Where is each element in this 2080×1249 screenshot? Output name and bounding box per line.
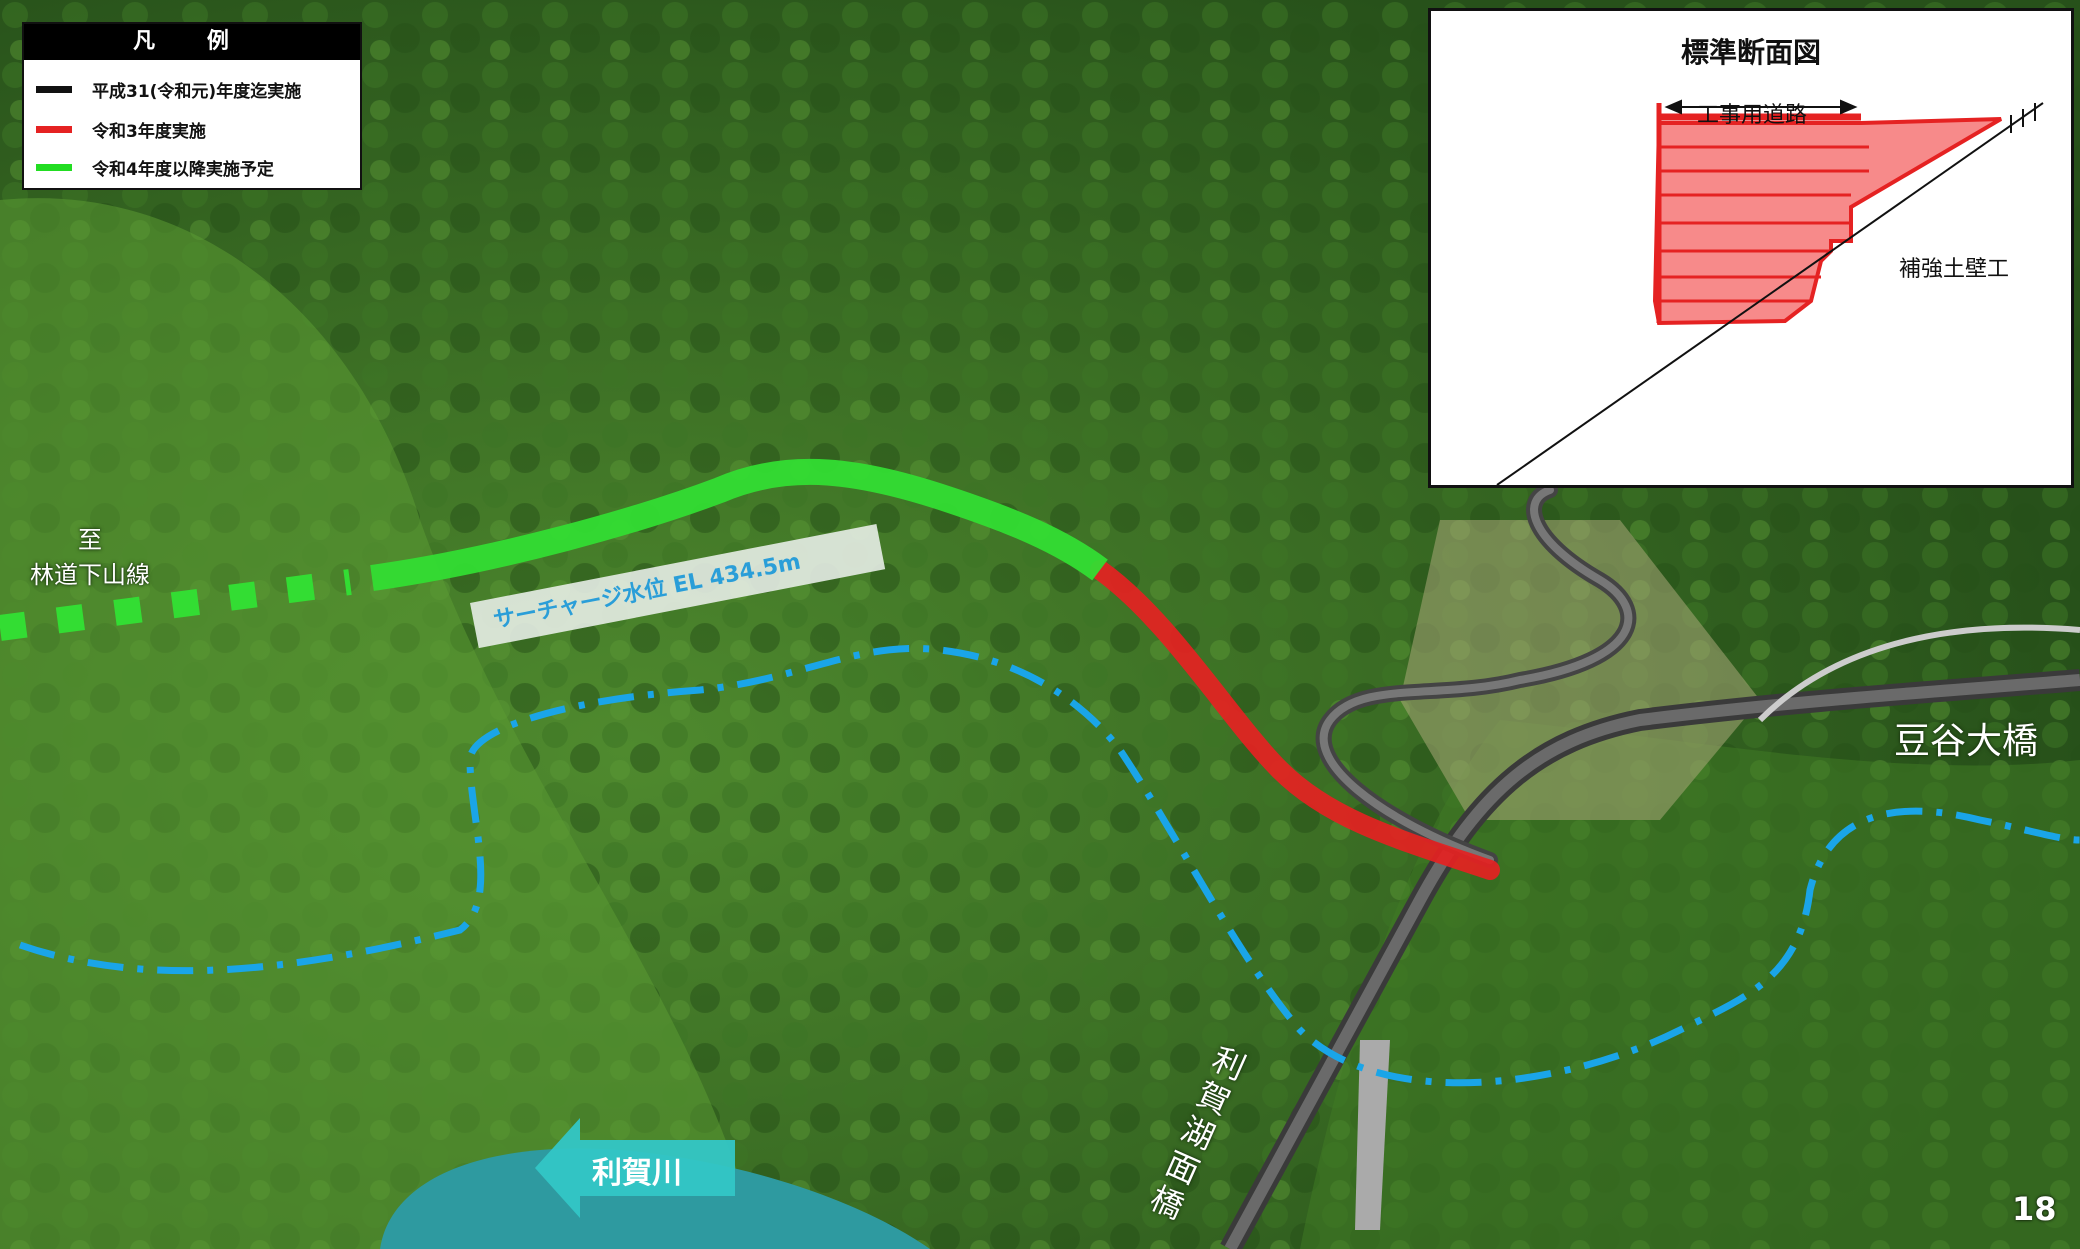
existing-road-top	[1224, 674, 2080, 1249]
river-arrow	[535, 1118, 735, 1218]
mametani-bridge-label: 豆谷大橋	[1894, 721, 2039, 762]
right-slope	[1300, 720, 2080, 1249]
reinforced-wall-label: 補強土壁工	[1899, 257, 2010, 282]
destination-label: 至 林道下山線	[30, 520, 150, 590]
river-name-label: 利賀川	[592, 1156, 682, 1191]
cross-section-inset: 標準断面図 工事用道路 補強土壁工	[1428, 8, 2074, 488]
inset-title: 標準断面図	[1680, 36, 1821, 69]
legend-label: 令和3年度実施	[92, 121, 206, 142]
slope-hatch	[2010, 103, 2036, 133]
cross-section-drawing	[1496, 99, 2044, 485]
bridge-pier	[1355, 1040, 1390, 1230]
legend-title: 凡 例	[24, 24, 360, 60]
legend-label: 平成31(令和元)年度迄実施	[92, 81, 302, 102]
fy3-route	[1090, 560, 1500, 880]
destination-prefix: 至	[78, 526, 102, 554]
legend-swatch-done	[36, 85, 72, 93]
legend-label: 令和4年度以降実施予定	[92, 159, 274, 180]
surcharge-water-line	[18, 644, 2080, 1087]
reinforcement-layers	[1659, 145, 1869, 303]
planned-route	[370, 458, 1108, 591]
legend-swatch-planned	[36, 163, 72, 171]
bridge-arch	[1757, 624, 2080, 723]
legend-item-planned: 令和4年度以降実施予定	[36, 152, 274, 182]
destination-road-name: 林道下山線	[30, 561, 150, 589]
legend-item-fy3: 令和3年度実施	[36, 114, 206, 144]
original-ground-line	[1496, 102, 2044, 485]
legend-item-done: 平成31(令和元)年度迄実施	[36, 74, 301, 104]
reinforced-wall-body	[1652, 117, 2003, 326]
river-water	[380, 1148, 930, 1249]
done-road-inner	[1319, 486, 1633, 864]
legend: 凡 例 平成31(令和元)年度迄実施 令和3年度実施 令和4年度以降実施予定	[22, 22, 362, 190]
planned-route-dashed	[0, 569, 352, 641]
construction-road-label: 工事用道路	[1697, 103, 1808, 128]
road-width-arrow	[1664, 99, 1858, 115]
legend-swatch-fy3	[36, 125, 72, 133]
left-slope	[0, 198, 760, 1249]
page-number: 18	[2012, 1190, 2057, 1228]
